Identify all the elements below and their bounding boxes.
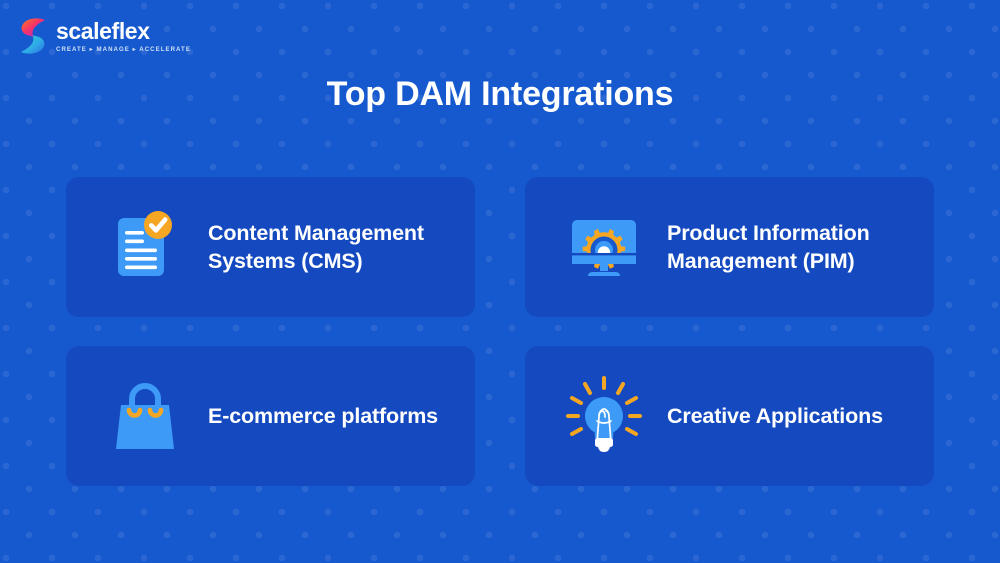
monitor-gear-icon (563, 206, 645, 288)
logo-wordmark: scaleflex (56, 18, 150, 45)
integration-card-label: Product Information Management (PIM) (667, 220, 870, 273)
integrations-grid: Content Management Systems (CMS) Product… (66, 177, 934, 486)
integration-card-label: E-commerce platforms (208, 403, 438, 428)
integration-card-creative[interactable]: Creative Applications (525, 346, 934, 486)
integration-card-ecommerce[interactable]: E-commerce platforms (66, 346, 475, 486)
scaleflex-logo[interactable]: scaleflex CREATE ▸ MANAGE ▸ ACCELERATE (18, 17, 191, 55)
lightbulb-icon (563, 375, 645, 457)
scaleflex-s-ribbon-logo-icon (18, 17, 48, 55)
logo-tagline: CREATE ▸ MANAGE ▸ ACCELERATE (56, 45, 191, 53)
integration-card-label: Content Management Systems (CMS) (208, 220, 424, 273)
document-check-icon (104, 206, 186, 288)
page-title: Top DAM Integrations (326, 75, 674, 113)
shopping-bag-icon (104, 375, 186, 457)
integration-card-label: Creative Applications (667, 403, 883, 428)
integration-card-cms[interactable]: Content Management Systems (CMS) (66, 177, 475, 317)
integration-card-pim[interactable]: Product Information Management (PIM) (525, 177, 934, 317)
